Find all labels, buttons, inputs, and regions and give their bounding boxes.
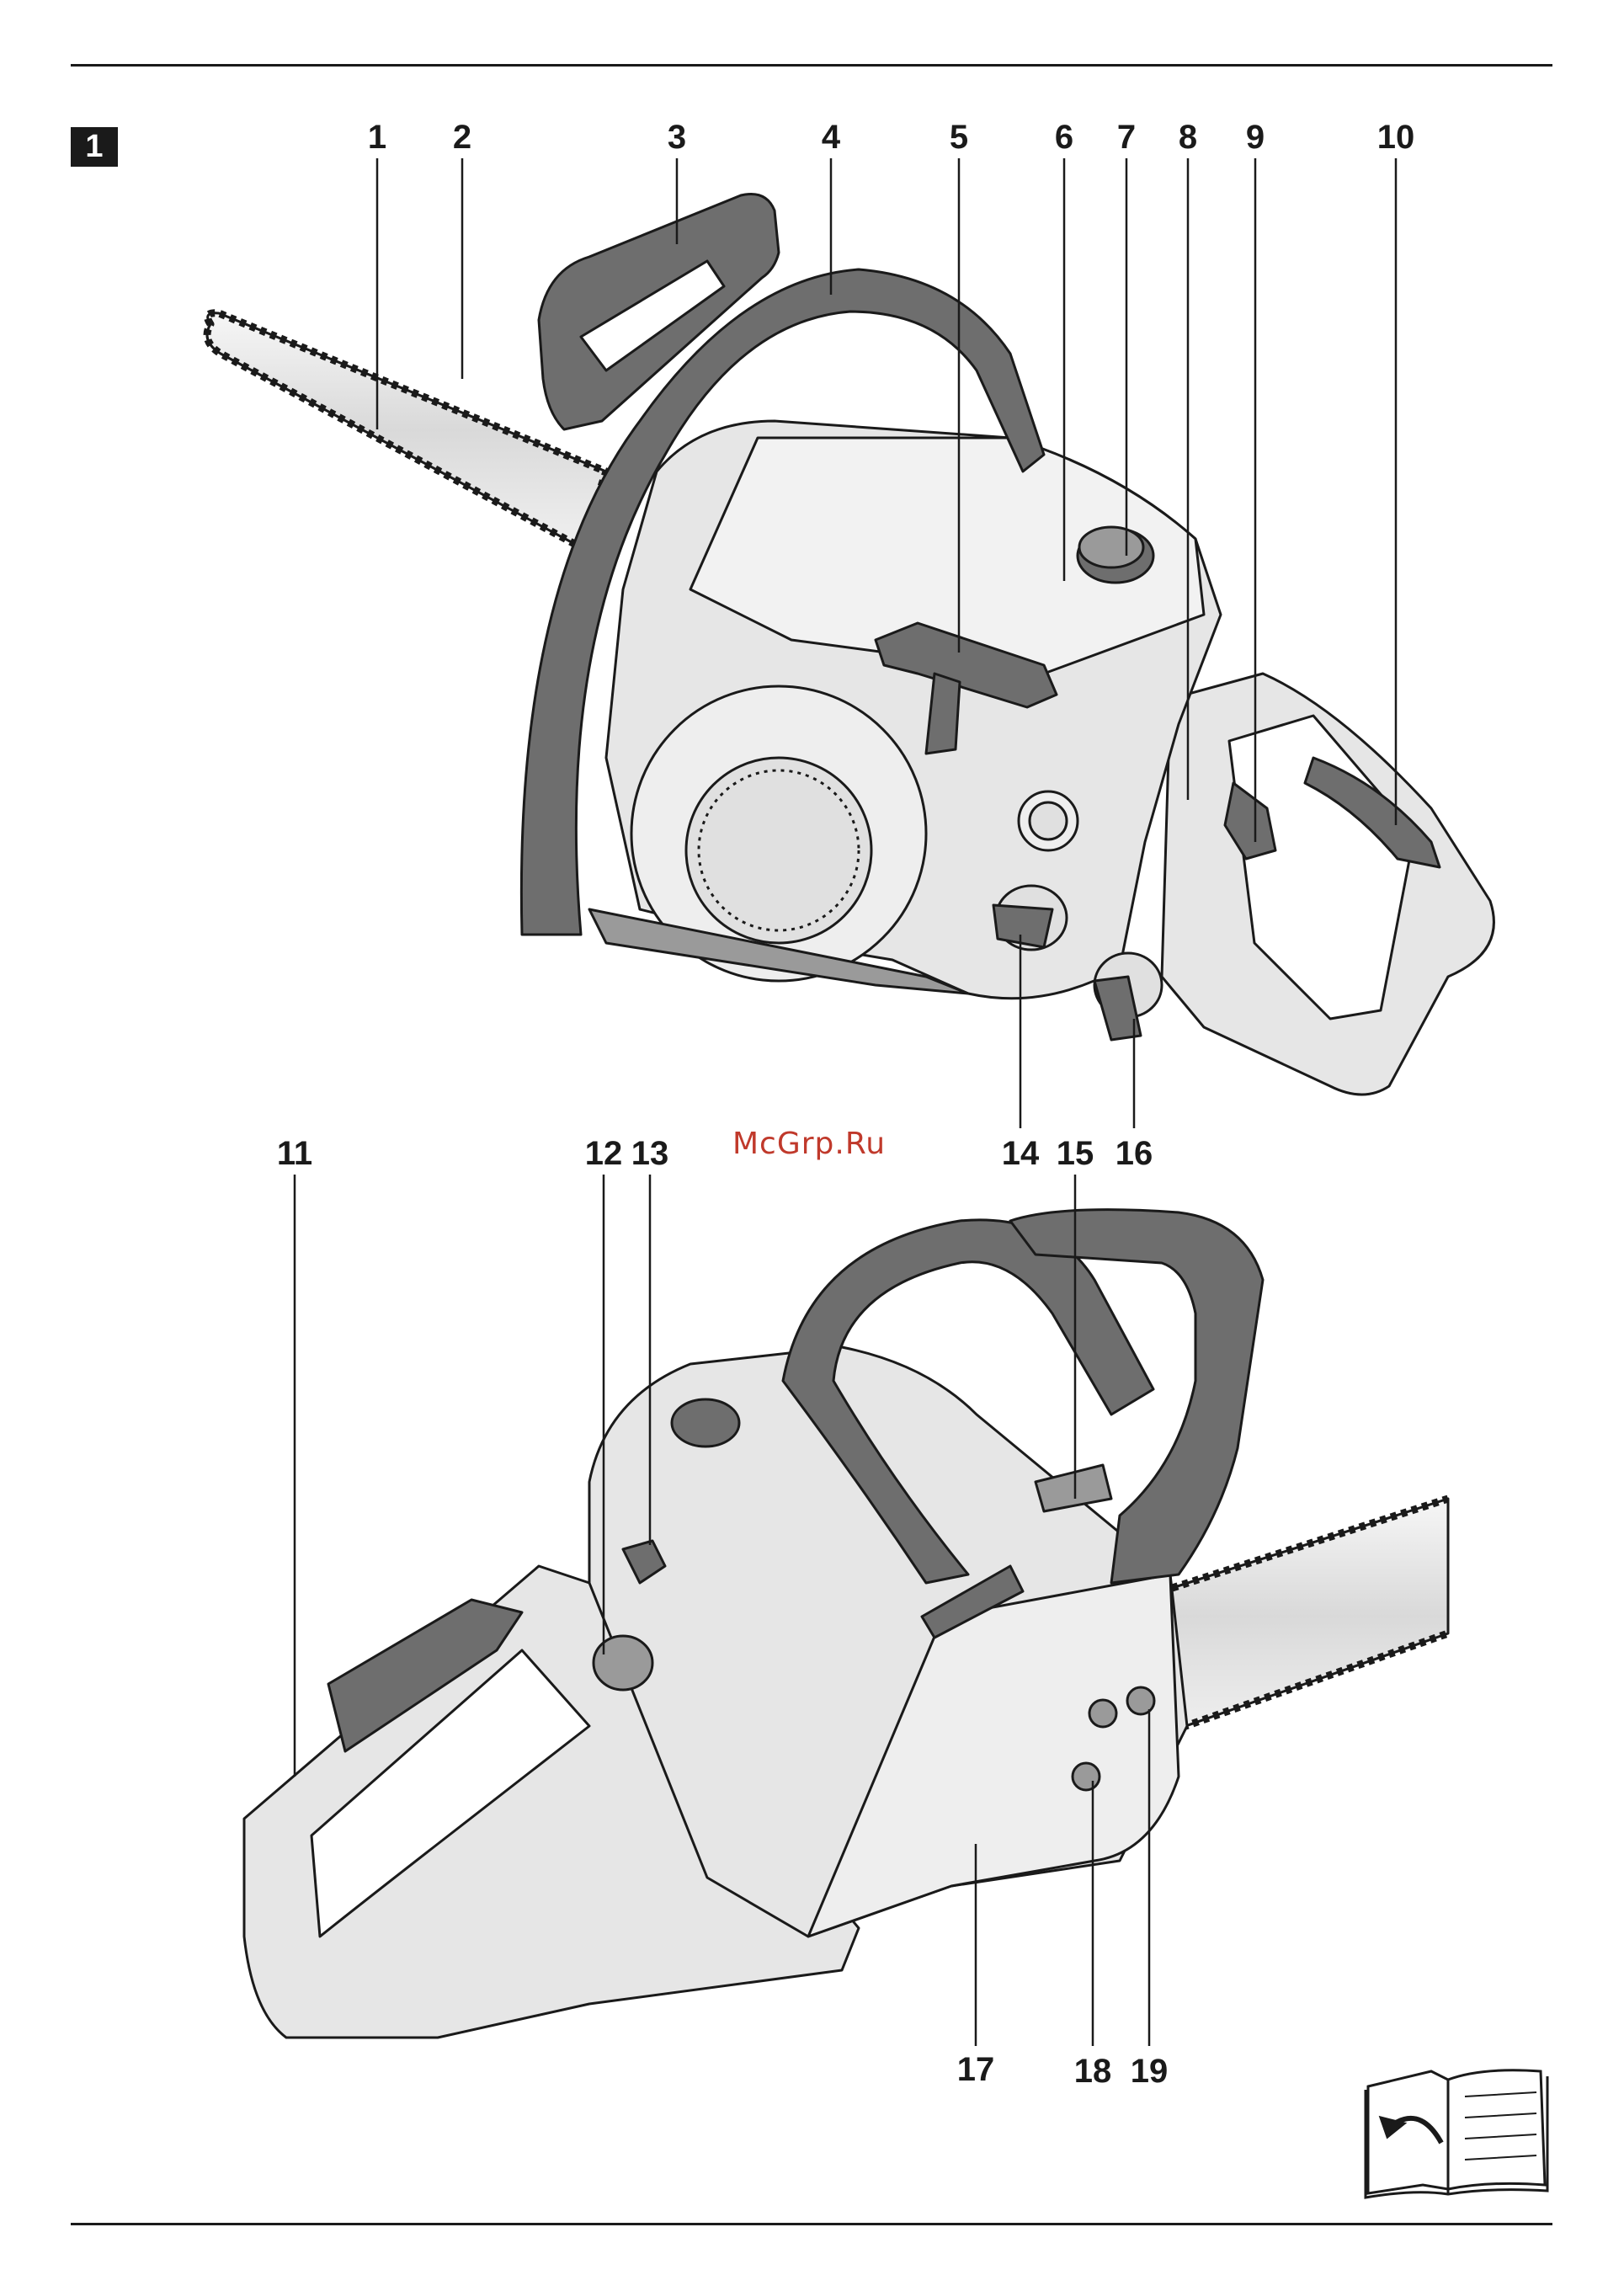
top-chainsaw-drawing bbox=[207, 194, 1494, 1095]
manual-book-icon bbox=[1366, 2070, 1547, 2198]
bottom-chainsaw-drawing bbox=[244, 1210, 1448, 2038]
